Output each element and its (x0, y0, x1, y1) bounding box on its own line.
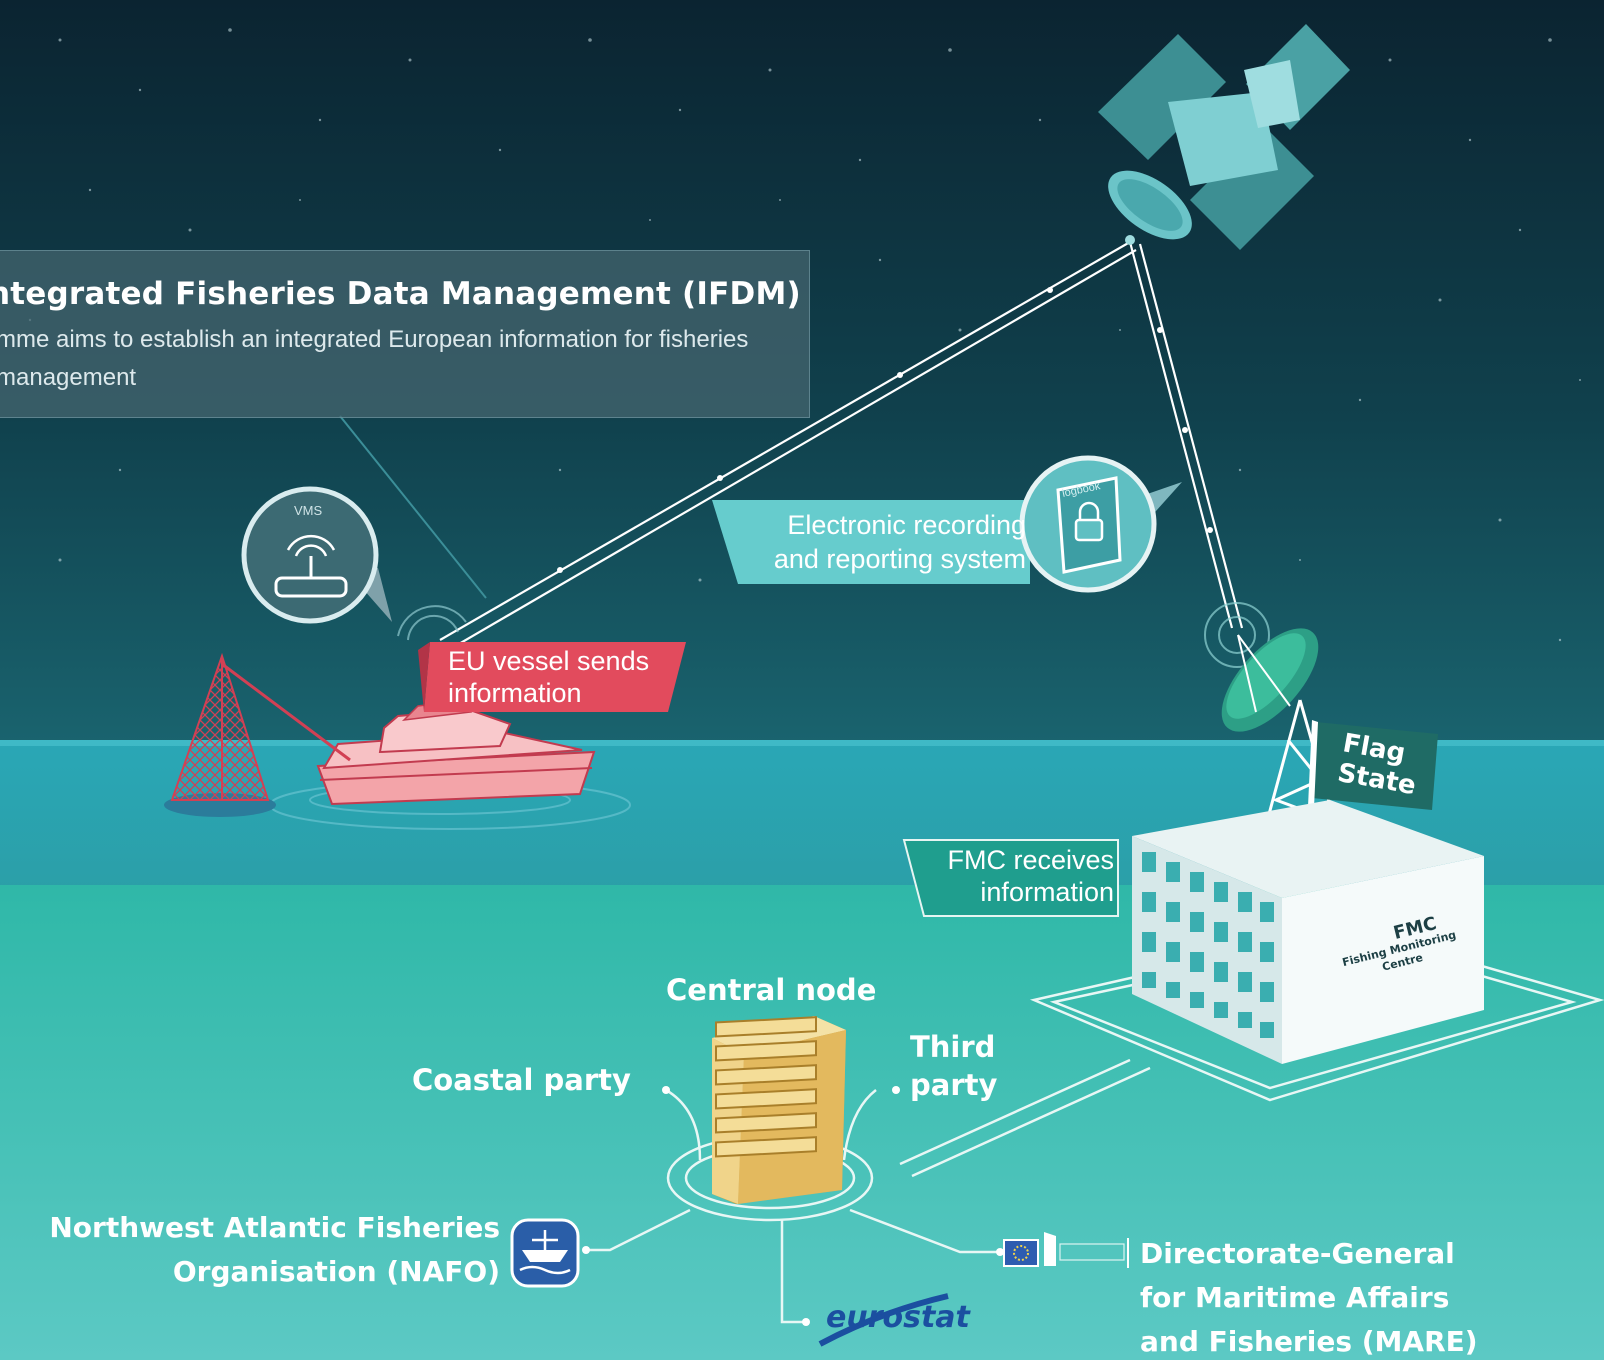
signal-arrows (557, 287, 1213, 573)
satellite-dish-icon (1221, 628, 1319, 732)
coastal-party-label: Coastal party (412, 1063, 631, 1097)
flag-label: Flag State (1335, 728, 1419, 802)
vessel-label: EU vessel sends information (448, 646, 650, 708)
eurostat-label: eurostat (826, 1300, 970, 1335)
ers-label: Electronic recording and reporting syste… (773, 510, 1026, 574)
ifdm-title: ntegrated Fisheries Data Management (IFD… (0, 276, 801, 312)
fishing-net-icon (164, 652, 276, 817)
eurostat-logo-swoosh (818, 1293, 949, 1347)
fmc-receives-label: FMC receives information (947, 845, 1114, 907)
vessel-label-box (424, 642, 686, 712)
vms-badge: VMS (294, 503, 323, 518)
satellite-icon (1098, 24, 1350, 250)
vms-bubble (241, 486, 392, 624)
central-node-label: Central node (666, 973, 877, 1007)
signal-lines (439, 241, 1244, 649)
vessel-signal-rings (397, 605, 467, 641)
nafo-logo-icon (510, 1218, 580, 1288)
fmc-label-box (902, 839, 1119, 917)
eu-commission-logo-icon (1003, 1232, 1129, 1268)
third-party-label: Third party (910, 1030, 998, 1102)
ers-label-box (712, 500, 1030, 584)
server-icon (712, 1016, 846, 1204)
title-pointer-line (339, 415, 487, 599)
ifdm-title-panel (0, 250, 810, 418)
vessel-icon (221, 662, 631, 830)
mare-label: Directorate-General for Maritime Affairs… (1140, 1237, 1478, 1358)
logbook-icon (1056, 476, 1122, 574)
fmc-building-icon (1132, 800, 1484, 1064)
stars (28, 28, 1581, 642)
ifdm-subtitle: mme aims to establish an integrated Euro… (0, 326, 749, 391)
nafo-label: Northwest Atlantic Fisheries Organisatio… (49, 1211, 500, 1288)
